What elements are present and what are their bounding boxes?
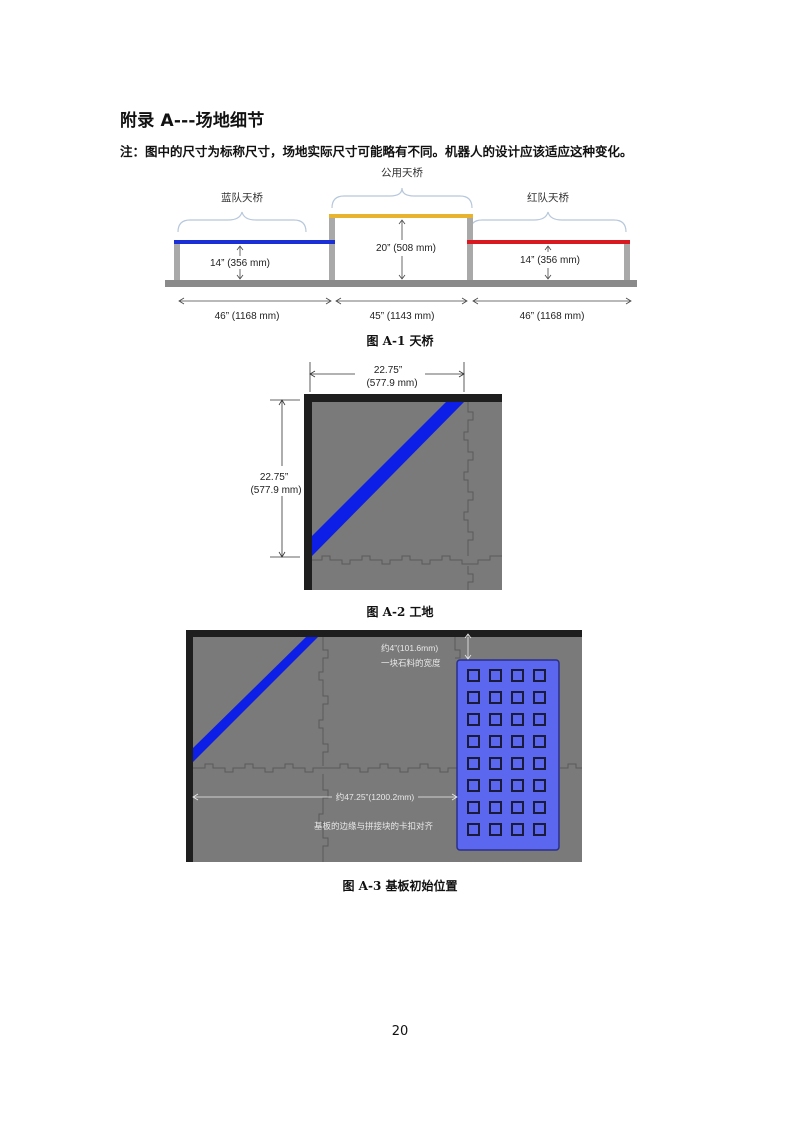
baseplate-hole [467,801,480,814]
figure-a2-field-tile: 22.75” (577.9 mm) 22.75” (577.9 mm) [250,362,502,590]
page-number: 20 [391,1024,409,1039]
baseplate-hole [533,713,546,726]
red-bridge-bar [467,240,630,244]
figure-a3-baseplate: 约4”(101.6mm) 一块石料的宽度 约47.25”(1200.2mm) 基… [186,630,582,862]
baseplate-hole [467,691,480,704]
base-floor [165,280,637,287]
red-width-label: 46” (1168 mm) [520,311,585,322]
baseplate-hole [467,669,480,682]
baseplate-hole [511,779,524,792]
baseplate-hole [511,691,524,704]
baseplate-hole [533,735,546,748]
tile-seam-vertical [318,637,329,862]
offset-label: 约4”(101.6mm) [381,643,438,653]
red-bridge-label: 红队天桥 [527,191,569,204]
baseplate-hole [489,801,502,814]
distance-label: 约47.25”(1200.2mm) [336,792,415,802]
blue-brace [177,211,307,233]
baseplate-hole [489,823,502,836]
baseplate-hole [489,691,502,704]
shared-height-label: 20” (508 mm) [376,243,436,254]
height-label-inches: 22.75” [260,472,288,483]
blue-height-label: 14” (356 mm) [210,258,270,269]
field-tile [312,396,502,590]
baseplate-hole [489,669,502,682]
baseplate-hole [467,823,480,836]
figure-a2-caption: 图 A-2 工地 [366,605,434,619]
baseplate-hole [467,779,480,792]
field-wall-top [304,394,502,402]
shared-width-label: 45” (1143 mm) [370,311,435,322]
baseplate-hole [511,801,524,814]
baseplate-holes [467,669,546,836]
red-brace [469,211,627,233]
figure-a1-skybridge: 蓝队天桥 公用天桥 红队天桥 14” (356 mm) 20” (508 mm)… [165,167,637,322]
post [329,216,335,280]
baseplate-hole [511,757,524,770]
stone-width-label: 一块石料的宽度 [381,658,441,668]
shared-bridge-label: 公用天桥 [381,167,423,179]
baseplate-hole [467,713,480,726]
blue-tape-diagonal [193,637,318,762]
width-label-inches: 22.75” [374,365,402,376]
post [174,242,180,280]
baseplate-hole [489,713,502,726]
field-note: 注：图中的尺寸为标称尺寸，场地实际尺寸可能略有不同。机器人的设计应该适应这种变化… [120,144,633,159]
baseplate-hole [511,669,524,682]
field-wall-left [186,634,193,862]
baseplate-hole [489,779,502,792]
baseplate-hole [489,757,502,770]
tile-seam-horizontal [312,555,502,565]
baseplate-hole [533,801,546,814]
baseplate-hole [511,713,524,726]
field-wall-left [304,396,312,590]
post [467,216,473,280]
shared-bridge-bar [329,214,473,218]
baseplate-hole [511,735,524,748]
blue-bridge-bar [174,240,335,244]
blue-tape-diagonal [312,402,464,556]
baseplate-hole [533,823,546,836]
tile-seam-vertical [463,402,474,590]
field-wall-top [186,630,582,637]
baseplate-hole [467,757,480,770]
baseplate-hole [533,757,546,770]
shared-brace [331,187,473,209]
width-label-mm: (577.9 mm) [366,378,417,389]
baseplate-hole [489,735,502,748]
tile-seam-horizontal [193,763,582,773]
baseplate [456,659,560,851]
height-label-mm: (577.9 mm) [250,485,301,496]
baseplate-hole [533,691,546,704]
blue-bridge-label: 蓝队天桥 [221,191,263,204]
alignment-label: 基板的边缘与拼接块的卡扣对齐 [314,821,434,831]
red-height-label: 14” (356 mm) [520,255,580,266]
baseplate-hole [467,735,480,748]
blue-width-label: 46” (1168 mm) [215,311,280,322]
figure-a1-caption: 图 A-1 天桥 [366,334,434,348]
page-heading: 附录 A---场地细节 [120,111,265,131]
post [624,242,630,280]
baseplate-hole [533,779,546,792]
baseplate-hole [533,669,546,682]
figure-a3-caption: 图 A-3 基板初始位置 [342,879,458,893]
baseplate-hole [511,823,524,836]
